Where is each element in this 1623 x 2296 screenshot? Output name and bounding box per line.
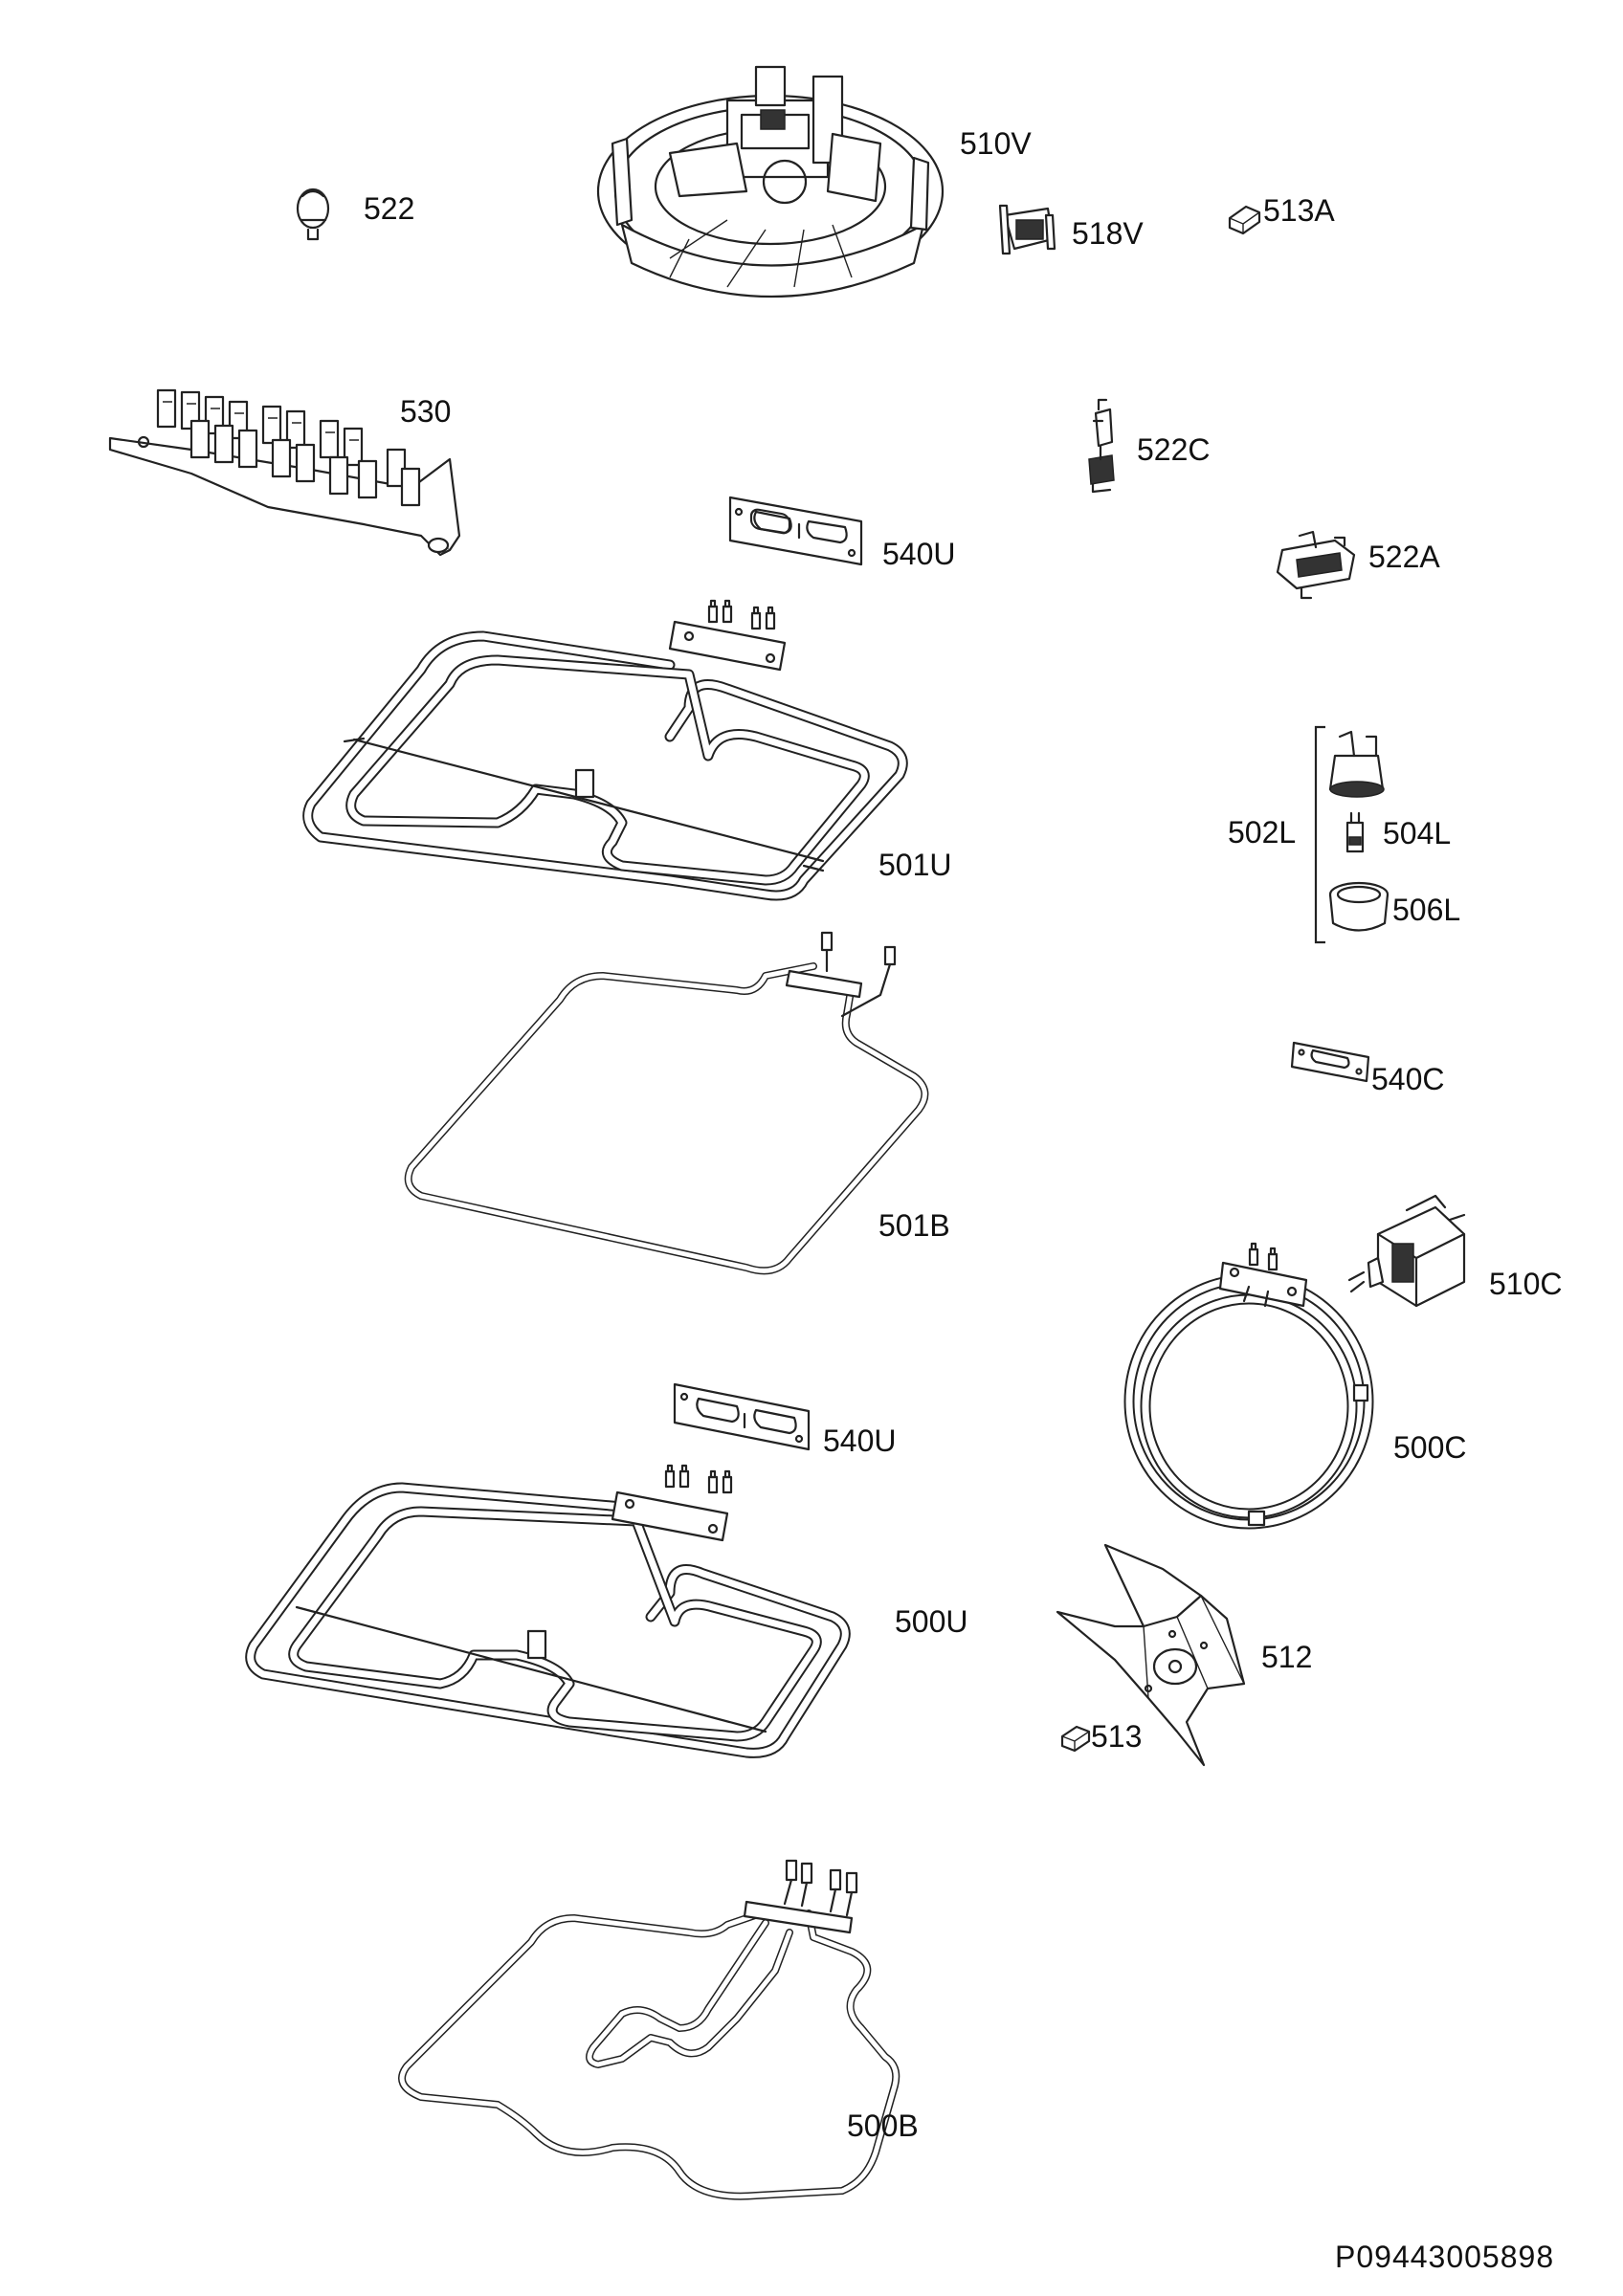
label-522a: 522A — [1368, 540, 1440, 574]
part-501u-grill-element — [302, 599, 908, 901]
part-540c-gasket — [1290, 1041, 1370, 1083]
part-513-nut — [1060, 1725, 1091, 1753]
label-501b: 501B — [878, 1208, 950, 1243]
label-506l: 506L — [1392, 893, 1460, 927]
label-530: 530 — [400, 394, 451, 429]
part-504l-bulb — [1345, 811, 1365, 853]
part-506l-lamp-cover — [1328, 881, 1390, 932]
label-540u-top: 540U — [882, 537, 956, 571]
part-530-terminal-block — [108, 388, 461, 557]
label-522: 522 — [364, 191, 414, 226]
bracket-502l — [1314, 725, 1325, 944]
part-500c-circular-element — [1123, 1242, 1374, 1530]
label-501u: 501U — [878, 848, 952, 882]
part-512-fan-blade — [1056, 1543, 1246, 1767]
label-504l: 504L — [1383, 816, 1451, 850]
part-513a-nut — [1228, 205, 1261, 235]
document-id: P09443005898 — [1335, 2240, 1554, 2274]
label-513a: 513A — [1263, 193, 1335, 228]
part-500u-top-element — [245, 1464, 851, 1758]
label-500b: 500B — [847, 2108, 919, 2143]
part-540u-gasket-top — [728, 496, 863, 566]
label-510c: 510C — [1489, 1267, 1563, 1301]
part-540u-gasket-mid — [673, 1382, 811, 1451]
part-510v-fan-motor — [596, 65, 945, 298]
part-510c-fan-motor — [1347, 1194, 1466, 1308]
label-518v: 518V — [1072, 216, 1144, 251]
label-540u-mid: 540U — [823, 1424, 897, 1458]
label-540c: 540C — [1371, 1062, 1445, 1096]
part-522-clip — [296, 188, 330, 241]
label-510v: 510V — [960, 126, 1032, 161]
label-502l: 502L — [1228, 815, 1296, 850]
part-522c-sensor — [1088, 398, 1115, 494]
part-500b-bottom-element — [398, 1859, 900, 2200]
label-500c: 500C — [1393, 1430, 1467, 1465]
part-501b-bottom-element — [404, 931, 929, 1275]
label-522c: 522C — [1137, 432, 1211, 467]
part-518v-thermostat — [998, 204, 1056, 255]
label-500u: 500U — [895, 1604, 968, 1639]
part-502l-lamp-holder — [1328, 730, 1385, 798]
label-513: 513 — [1091, 1719, 1142, 1754]
part-522a-switch — [1276, 530, 1356, 600]
label-512: 512 — [1261, 1640, 1312, 1674]
